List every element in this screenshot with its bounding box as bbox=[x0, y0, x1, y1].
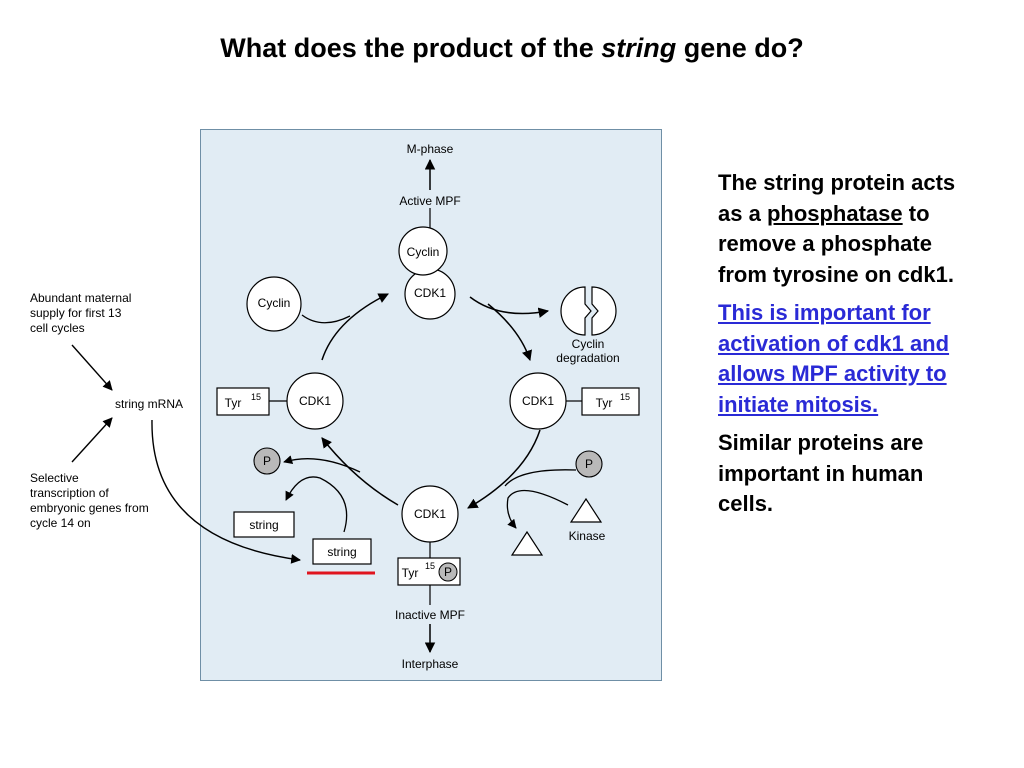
tyr-right-sup: 15 bbox=[620, 392, 630, 402]
p-bottom-label: P bbox=[444, 565, 452, 579]
cdk1-left-circle bbox=[286, 372, 344, 430]
p-right-label: P bbox=[585, 457, 593, 471]
cyclin-degradation-label-2: degradation bbox=[556, 351, 619, 365]
kinase-label: Kinase bbox=[569, 529, 606, 543]
explanation-paragraph-1: The string protein acts as a phosphatase… bbox=[718, 168, 978, 290]
abundant-label-3: cell cycles bbox=[30, 321, 85, 335]
cyclin-top-label: Cyclin bbox=[407, 245, 440, 259]
tyr-left-sup: 15 bbox=[251, 392, 261, 402]
cdk1-bottom-label: CDK1 bbox=[414, 507, 446, 521]
arrow-cyclin-join bbox=[301, 314, 351, 324]
active-mpf-label: Active MPF bbox=[399, 194, 460, 208]
arrow-cycle-top-right bbox=[487, 303, 532, 361]
string-box-center bbox=[312, 538, 372, 565]
cyclin-top-circle bbox=[398, 226, 448, 276]
m-phase-label: M-phase bbox=[407, 142, 454, 156]
string-box-center-label: string bbox=[327, 545, 356, 559]
title-suffix: gene do? bbox=[676, 33, 804, 63]
arrow-transcription-to-mrna bbox=[71, 417, 113, 463]
arrow-to-degradation bbox=[469, 296, 550, 318]
selective-label-2: transcription of bbox=[30, 486, 109, 500]
cyclin-fragment-right bbox=[591, 286, 617, 336]
phosphatase-term: phosphatase bbox=[766, 200, 903, 226]
arrow-mrna-to-string bbox=[151, 419, 301, 564]
cyclin-left-circle bbox=[246, 276, 302, 332]
phosphate-left-icon bbox=[253, 447, 281, 475]
explanation-paragraph-2[interactable]: This is important for activation of cdk1… bbox=[718, 298, 978, 420]
cdk1-left-label: CDK1 bbox=[299, 394, 331, 408]
p1-text-b: to remove a phosphate from tyrosine on c… bbox=[718, 200, 954, 287]
importance-link[interactable]: This is important for activation of cdk1… bbox=[718, 300, 950, 417]
arrow-bottom-to-left bbox=[321, 437, 399, 506]
kinase-released-icon bbox=[510, 530, 544, 556]
kinase-icon bbox=[569, 497, 603, 523]
title-prefix: What does the product of the bbox=[220, 33, 602, 63]
phosphate-bottom-icon bbox=[438, 562, 458, 582]
page-title: What does the product of the string gene… bbox=[0, 33, 1024, 64]
title-italic: string bbox=[601, 33, 677, 63]
explanation-paragraph-3: Similar proteins are important in human … bbox=[718, 430, 924, 516]
arrow-release-phosphate bbox=[283, 455, 361, 473]
arrow-maternal-to-mrna bbox=[71, 344, 113, 391]
string-mrna-label: string mRNA bbox=[115, 397, 183, 411]
tyr-bottom-sup: 15 bbox=[425, 561, 435, 571]
inactive-mpf-label: Inactive MPF bbox=[395, 608, 465, 622]
cyclin-fragment-left bbox=[560, 286, 592, 336]
interphase-label: Interphase bbox=[402, 657, 459, 671]
string-box-left bbox=[233, 511, 295, 538]
abundant-label-1: Abundant maternal bbox=[30, 291, 131, 305]
string-box-left-label: string bbox=[249, 518, 278, 532]
tyr-left-box bbox=[216, 387, 270, 416]
p1-text-a: The string protein acts as a bbox=[718, 170, 956, 226]
cyclin-left-label: Cyclin bbox=[258, 296, 291, 310]
arrow-kinase-released bbox=[506, 489, 569, 529]
arrow-right-to-bottom bbox=[467, 429, 541, 509]
cdk1-top-label: CDK1 bbox=[414, 286, 446, 300]
abundant-label-2: supply for first 13 bbox=[30, 306, 122, 320]
cyclin-degradation-label-1: Cyclin bbox=[572, 337, 605, 351]
cdk1-right-label: CDK1 bbox=[522, 394, 554, 408]
selective-label-1: Selective bbox=[30, 471, 79, 485]
arrow-kinase-phosphate bbox=[504, 469, 577, 487]
tyr-left-label: Tyr bbox=[225, 396, 242, 410]
explanation-text: The string protein acts as a phosphatase… bbox=[718, 168, 978, 528]
selective-label-3: embryonic genes from bbox=[30, 501, 149, 515]
p-left-label: P bbox=[263, 454, 271, 468]
phosphate-right-icon bbox=[575, 450, 603, 478]
arrow-string-released bbox=[285, 476, 348, 533]
tyr-right-label: Tyr bbox=[596, 396, 613, 410]
tyr-right-box bbox=[581, 387, 640, 416]
selective-label-4: cycle 14 on bbox=[30, 516, 91, 530]
arrow-cycle-left-top bbox=[321, 293, 389, 361]
tyr-bottom-label: Tyr bbox=[402, 566, 419, 580]
